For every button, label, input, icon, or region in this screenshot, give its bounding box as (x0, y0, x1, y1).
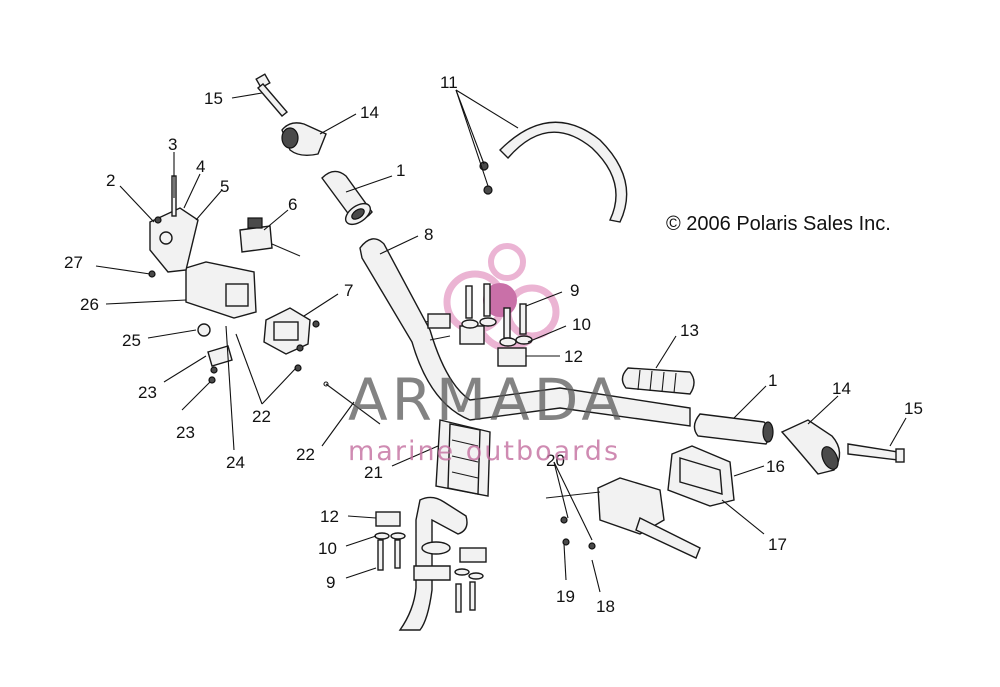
callout-label: 27 (64, 253, 83, 272)
callout-label: 23 (138, 383, 157, 402)
steering-post (375, 496, 487, 631)
callout-label: 22 (252, 407, 271, 426)
switch-cover (263, 307, 320, 372)
callout-label: 21 (364, 463, 383, 482)
hand-guard (479, 121, 628, 223)
callout-label: 24 (226, 453, 245, 472)
callout-label: 19 (556, 587, 575, 606)
grip-upper (321, 170, 373, 226)
callout-label: 12 (564, 347, 583, 366)
throttle-housing (667, 445, 735, 507)
callout-label: 9 (570, 281, 579, 300)
bar-end-right (780, 419, 841, 475)
callout-label: 5 (220, 177, 229, 196)
bar-end-top (281, 122, 327, 157)
lower-bolts (374, 532, 484, 613)
callout-label: 17 (768, 535, 787, 554)
callout-label: 12 (320, 507, 339, 526)
callout-label: 2 (106, 171, 115, 190)
grip-right (693, 413, 774, 445)
heated-grip (621, 367, 695, 395)
callout-label: 10 (572, 315, 591, 334)
callout-label: 14 (360, 103, 379, 122)
callout-label: 1 (768, 371, 777, 390)
callout-label: 15 (904, 399, 923, 418)
callout-label: 20 (546, 451, 565, 470)
callout-label: 9 (326, 573, 335, 592)
riser-block (435, 419, 491, 497)
copyright-text: © 2006 Polaris Sales Inc. (666, 213, 891, 235)
watermark-tagline: marine outboards (348, 436, 620, 467)
bolt-right (847, 443, 905, 463)
callout-label: 18 (596, 597, 615, 616)
callout-label: 23 (176, 423, 195, 442)
leader-lines (95, 89, 907, 593)
callout-label: 11 (440, 73, 458, 92)
brake-master-cylinder (545, 477, 701, 559)
callout-label: 26 (80, 295, 99, 314)
callout-labels: 15 14 3 2 4 5 6 27 26 25 23 23 24 22 7 1… (64, 73, 923, 616)
callout-label: 4 (196, 157, 205, 176)
callout-label: 16 (766, 457, 785, 476)
switch-module (239, 217, 301, 257)
callout-label: 3 (168, 135, 177, 154)
clamp-upper (427, 283, 533, 367)
callout-label: 15 (204, 89, 223, 108)
callout-label: 14 (832, 379, 851, 398)
callout-label: 22 (296, 445, 315, 464)
callout-label: 6 (288, 195, 297, 214)
callout-label: 13 (680, 321, 699, 340)
callout-label: 1 (396, 161, 405, 180)
callout-label: 8 (424, 225, 433, 244)
callout-label: 7 (344, 281, 353, 300)
callout-label: 25 (122, 331, 141, 350)
bolt-top (255, 73, 289, 117)
callout-label: 10 (318, 539, 337, 558)
switch-housing (148, 175, 257, 384)
watermark-name: ARMADA (348, 366, 625, 434)
